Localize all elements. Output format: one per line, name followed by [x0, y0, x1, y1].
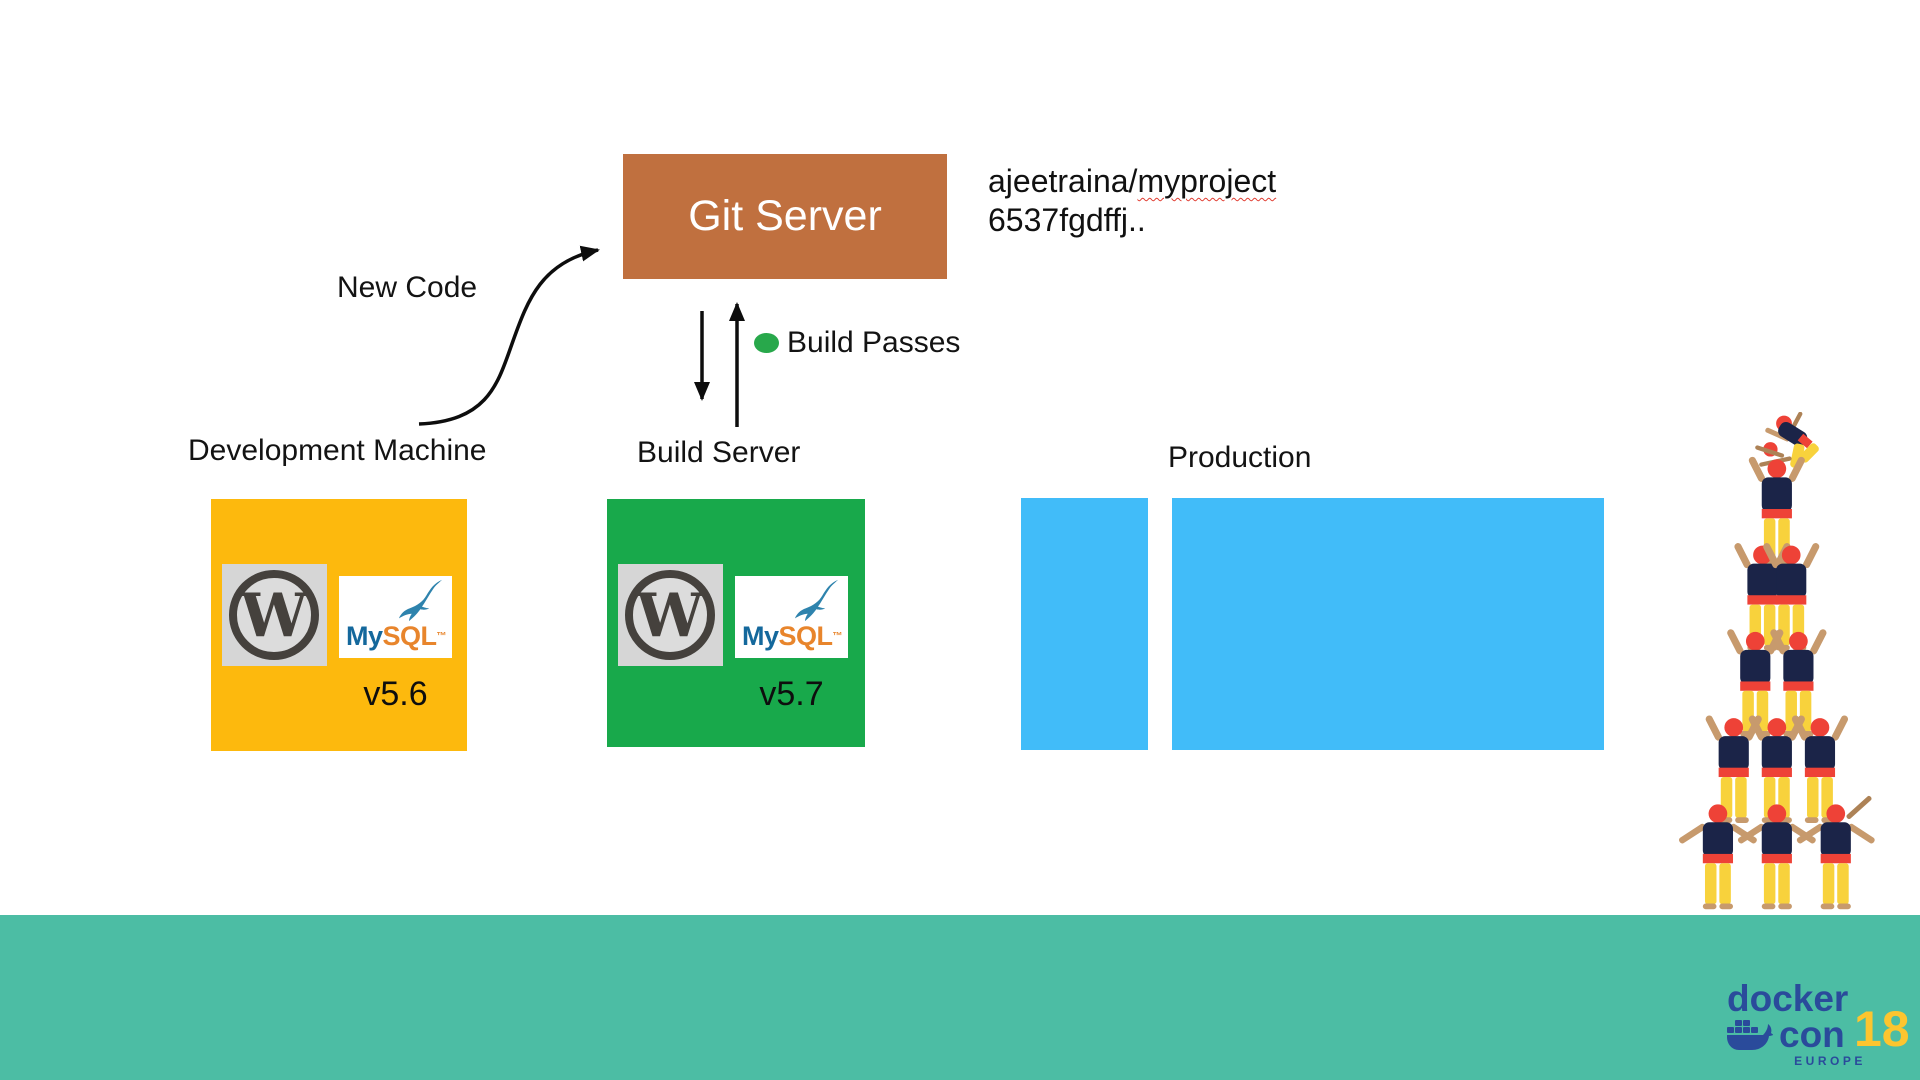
git-server-box: Git Server: [623, 154, 947, 279]
dockercon-year: 18: [1854, 1001, 1910, 1057]
build-passes-dot-icon: [754, 333, 779, 353]
development-machine-label: Development Machine: [188, 434, 487, 467]
git-server-label: Git Server: [688, 192, 882, 240]
development-machine-box: W MySQL™ v5.6: [211, 499, 467, 751]
dockercon-logo: docker con 18 EUROPE: [1722, 978, 1910, 1070]
build-server-label: Build Server: [637, 436, 801, 469]
mysql-logo: MySQL™: [339, 576, 452, 658]
mysql-logo: MySQL™: [735, 576, 848, 658]
footer-band: [0, 915, 1920, 1080]
mysql-dolphin-icon: [398, 579, 442, 622]
wordpress-logo: W: [618, 564, 723, 666]
build-passes-indicator: Build Passes: [754, 326, 960, 360]
production-label: Production: [1168, 441, 1312, 474]
build-server-box: W MySQL™ v5.7: [607, 499, 865, 747]
build-passes-label: Build Passes: [787, 326, 961, 359]
mysql-dolphin-icon: [794, 579, 838, 622]
repo-owner: ajeetraina/: [988, 163, 1138, 199]
castell-top-child: [1755, 412, 1819, 469]
production-box-large: [1172, 498, 1604, 750]
repo-line1: ajeetraina/myproject: [988, 162, 1276, 201]
con-wordmark: con: [1779, 1014, 1845, 1055]
castell-base-stick: [1846, 795, 1872, 820]
repo-commit: 6537fgdffj..: [988, 202, 1146, 238]
wordpress-logo: W: [222, 564, 327, 666]
mysql-version-build: v5.7: [759, 675, 824, 713]
docker-whale-icon: [1727, 1020, 1773, 1050]
wordpress-w: W: [635, 581, 705, 651]
repo-name: myproject: [1137, 163, 1277, 199]
dockercon-region: EUROPE: [1794, 1054, 1866, 1068]
mysql-wordmark: MySQL™: [346, 621, 447, 651]
wordpress-w: W: [239, 581, 309, 651]
production-box-small: [1021, 498, 1148, 750]
docker-wordmark: docker: [1727, 978, 1849, 1019]
dockercon-row2: con: [1727, 1014, 1845, 1056]
wordpress-icon: W: [229, 570, 319, 660]
castellers-illustration: [1677, 412, 1876, 910]
mysql-wordmark: MySQL™: [742, 621, 843, 651]
mysql-version-dev: v5.6: [363, 675, 428, 713]
wordpress-icon: W: [625, 570, 715, 660]
repo-note: ajeetraina/myproject 6537fgdffj..: [988, 162, 1276, 240]
new-code-label: New Code: [337, 271, 478, 304]
